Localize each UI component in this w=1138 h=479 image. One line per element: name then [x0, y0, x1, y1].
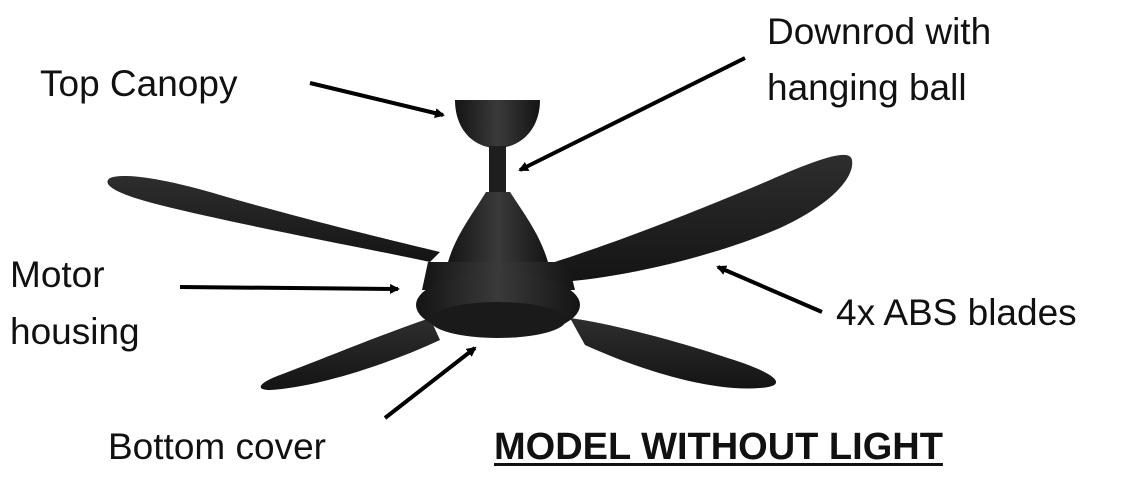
label-bottom-cover: Bottom cover — [108, 425, 326, 469]
motor-cone — [448, 192, 548, 262]
arrow-motor-housing — [180, 287, 398, 289]
top-canopy — [455, 100, 540, 148]
label-downrod-line2: hanging ball — [767, 66, 967, 110]
blade-front-left — [261, 318, 440, 390]
label-downrod-line1: Downrod with — [767, 10, 991, 54]
blade-back-left — [107, 176, 440, 262]
bottom-cover-face — [430, 302, 566, 338]
downrod — [489, 146, 506, 194]
ceiling-fan-image — [107, 100, 852, 390]
model-title: MODEL WITHOUT LIGHT — [494, 425, 943, 469]
arrow-bottom-cover — [385, 348, 475, 418]
arrow-downrod — [520, 58, 745, 170]
arrow-blades — [718, 267, 822, 312]
label-motor-line2: housing — [10, 310, 140, 354]
label-top-canopy: Top Canopy — [40, 62, 237, 106]
label-motor-line1: Motor — [10, 253, 105, 297]
label-blades: 4x ABS blades — [836, 291, 1077, 335]
arrow-top-canopy — [310, 83, 443, 115]
blade-back-right — [545, 155, 852, 282]
blade-front-right — [570, 318, 776, 388]
